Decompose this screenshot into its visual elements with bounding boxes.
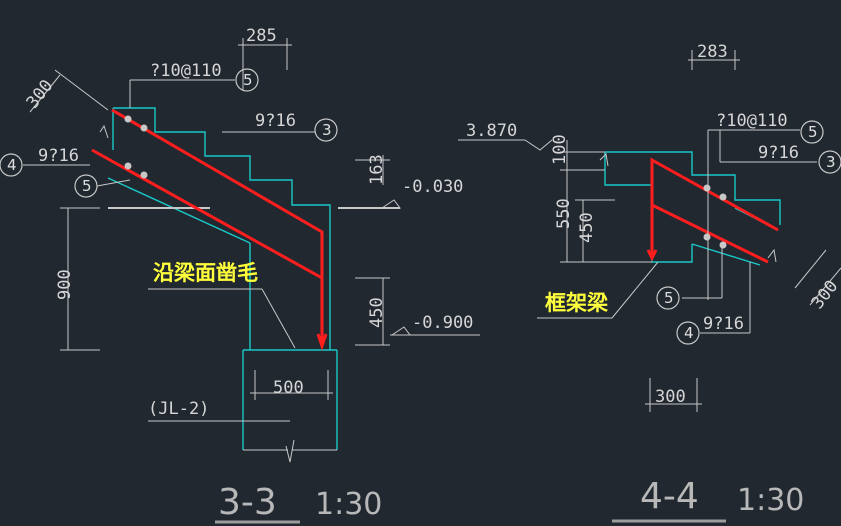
level-minus-0030: -0.030 xyxy=(402,177,463,197)
section-scale-4-4: 1:30 xyxy=(737,483,804,518)
dim-300-slant: 300 xyxy=(23,76,58,113)
markers-4-4 xyxy=(656,120,841,345)
dimension-lines-4-4 xyxy=(458,50,841,412)
dimension-lines-3-3 xyxy=(23,38,480,463)
concrete-outline-4-4 xyxy=(604,151,781,266)
marker-5-bottom: 5 xyxy=(82,177,92,195)
bottom-bars-label-4-4: 9?16 xyxy=(703,314,744,334)
dim-550: 550 xyxy=(554,198,574,229)
dim-163: 163 xyxy=(367,154,387,185)
dim-300-4-4: 300 xyxy=(655,387,686,407)
level-3870: 3.870 xyxy=(466,121,517,141)
dim-283: 283 xyxy=(697,42,728,62)
marker-4-4-4: 4 xyxy=(684,324,694,342)
stirrup-label: ?10@110 xyxy=(150,61,222,81)
dim-100: 100 xyxy=(550,134,570,165)
dim-450-4-4: 450 xyxy=(577,212,597,243)
marker-5-4-4: 5 xyxy=(664,289,674,307)
marker-3-4-4: 3 xyxy=(826,153,836,171)
dim-450: 450 xyxy=(367,297,387,328)
marker-5-top-4-4: 5 xyxy=(808,123,818,141)
dim-900: 900 xyxy=(55,269,75,300)
rebar-3-3 xyxy=(91,108,328,351)
top-bars-label-4-4: 9?16 xyxy=(758,143,799,163)
frame-beam-note: 框架梁 xyxy=(545,291,609,315)
rebar-4-4 xyxy=(646,157,779,264)
stirrup-label-4-4: ?10@110 xyxy=(716,111,788,131)
section-3-3: 285 300 ?10@110 5 9?16 3 9?16 4 5 163 -0… xyxy=(0,26,480,524)
rebar-dots-4-4 xyxy=(703,184,727,249)
section-scale-3-3: 1:30 xyxy=(315,487,382,522)
dim-300-slant-4-4: 300 xyxy=(808,277,841,314)
beam-label-jl2: (JL-2) xyxy=(148,399,209,419)
roughen-note: 沿梁面凿毛 xyxy=(153,261,258,285)
bottom-bars-label: 9?16 xyxy=(38,146,79,166)
markers-3-3 xyxy=(0,68,338,198)
top-bars-label: 9?16 xyxy=(255,111,296,131)
marker-4: 4 xyxy=(7,156,17,174)
section-title-4-4: 4-4 xyxy=(640,476,699,517)
dim-500: 500 xyxy=(273,378,304,398)
concrete-outline-3-3 xyxy=(107,107,338,450)
marker-3: 3 xyxy=(322,121,332,139)
level-minus-0900: -0.900 xyxy=(412,313,473,333)
section-4-4: 283 3.870 100 ?10@110 5 9?16 3 550 450 3… xyxy=(458,42,841,523)
marker-5-top: 5 xyxy=(243,71,253,89)
section-title-3-3: 3-3 xyxy=(218,482,277,523)
dim-285: 285 xyxy=(246,26,277,46)
rebar-dots-3-3 xyxy=(124,115,148,179)
